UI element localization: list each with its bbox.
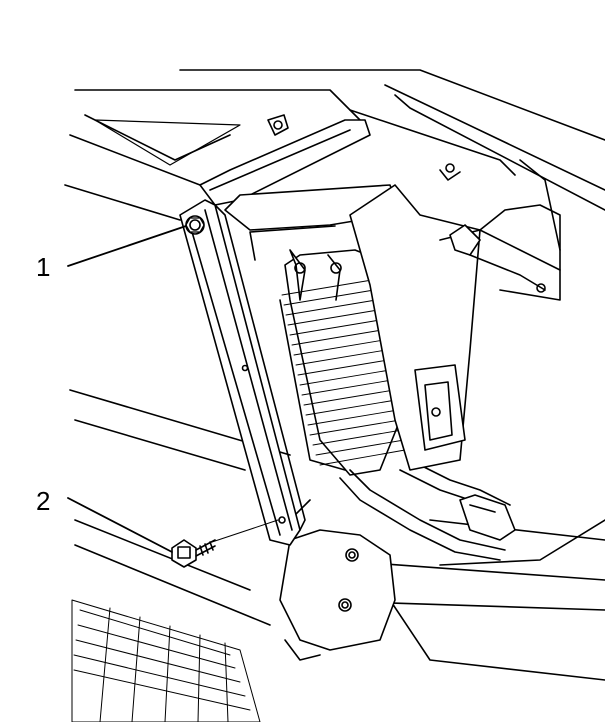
lower-bracket [279, 499, 396, 661]
grille-mesh [71, 599, 261, 722]
radiator-baffle [179, 199, 306, 546]
leader-lines [67, 225, 279, 553]
screw [171, 539, 216, 568]
callout-1-label: 1 [36, 252, 51, 282]
upper-tie-bar [199, 114, 461, 206]
support-bracket [349, 159, 561, 471]
bolt [185, 215, 205, 235]
callout-2-label: 2 [36, 486, 51, 516]
body-panels [64, 69, 605, 681]
cooler-lines [339, 459, 516, 561]
